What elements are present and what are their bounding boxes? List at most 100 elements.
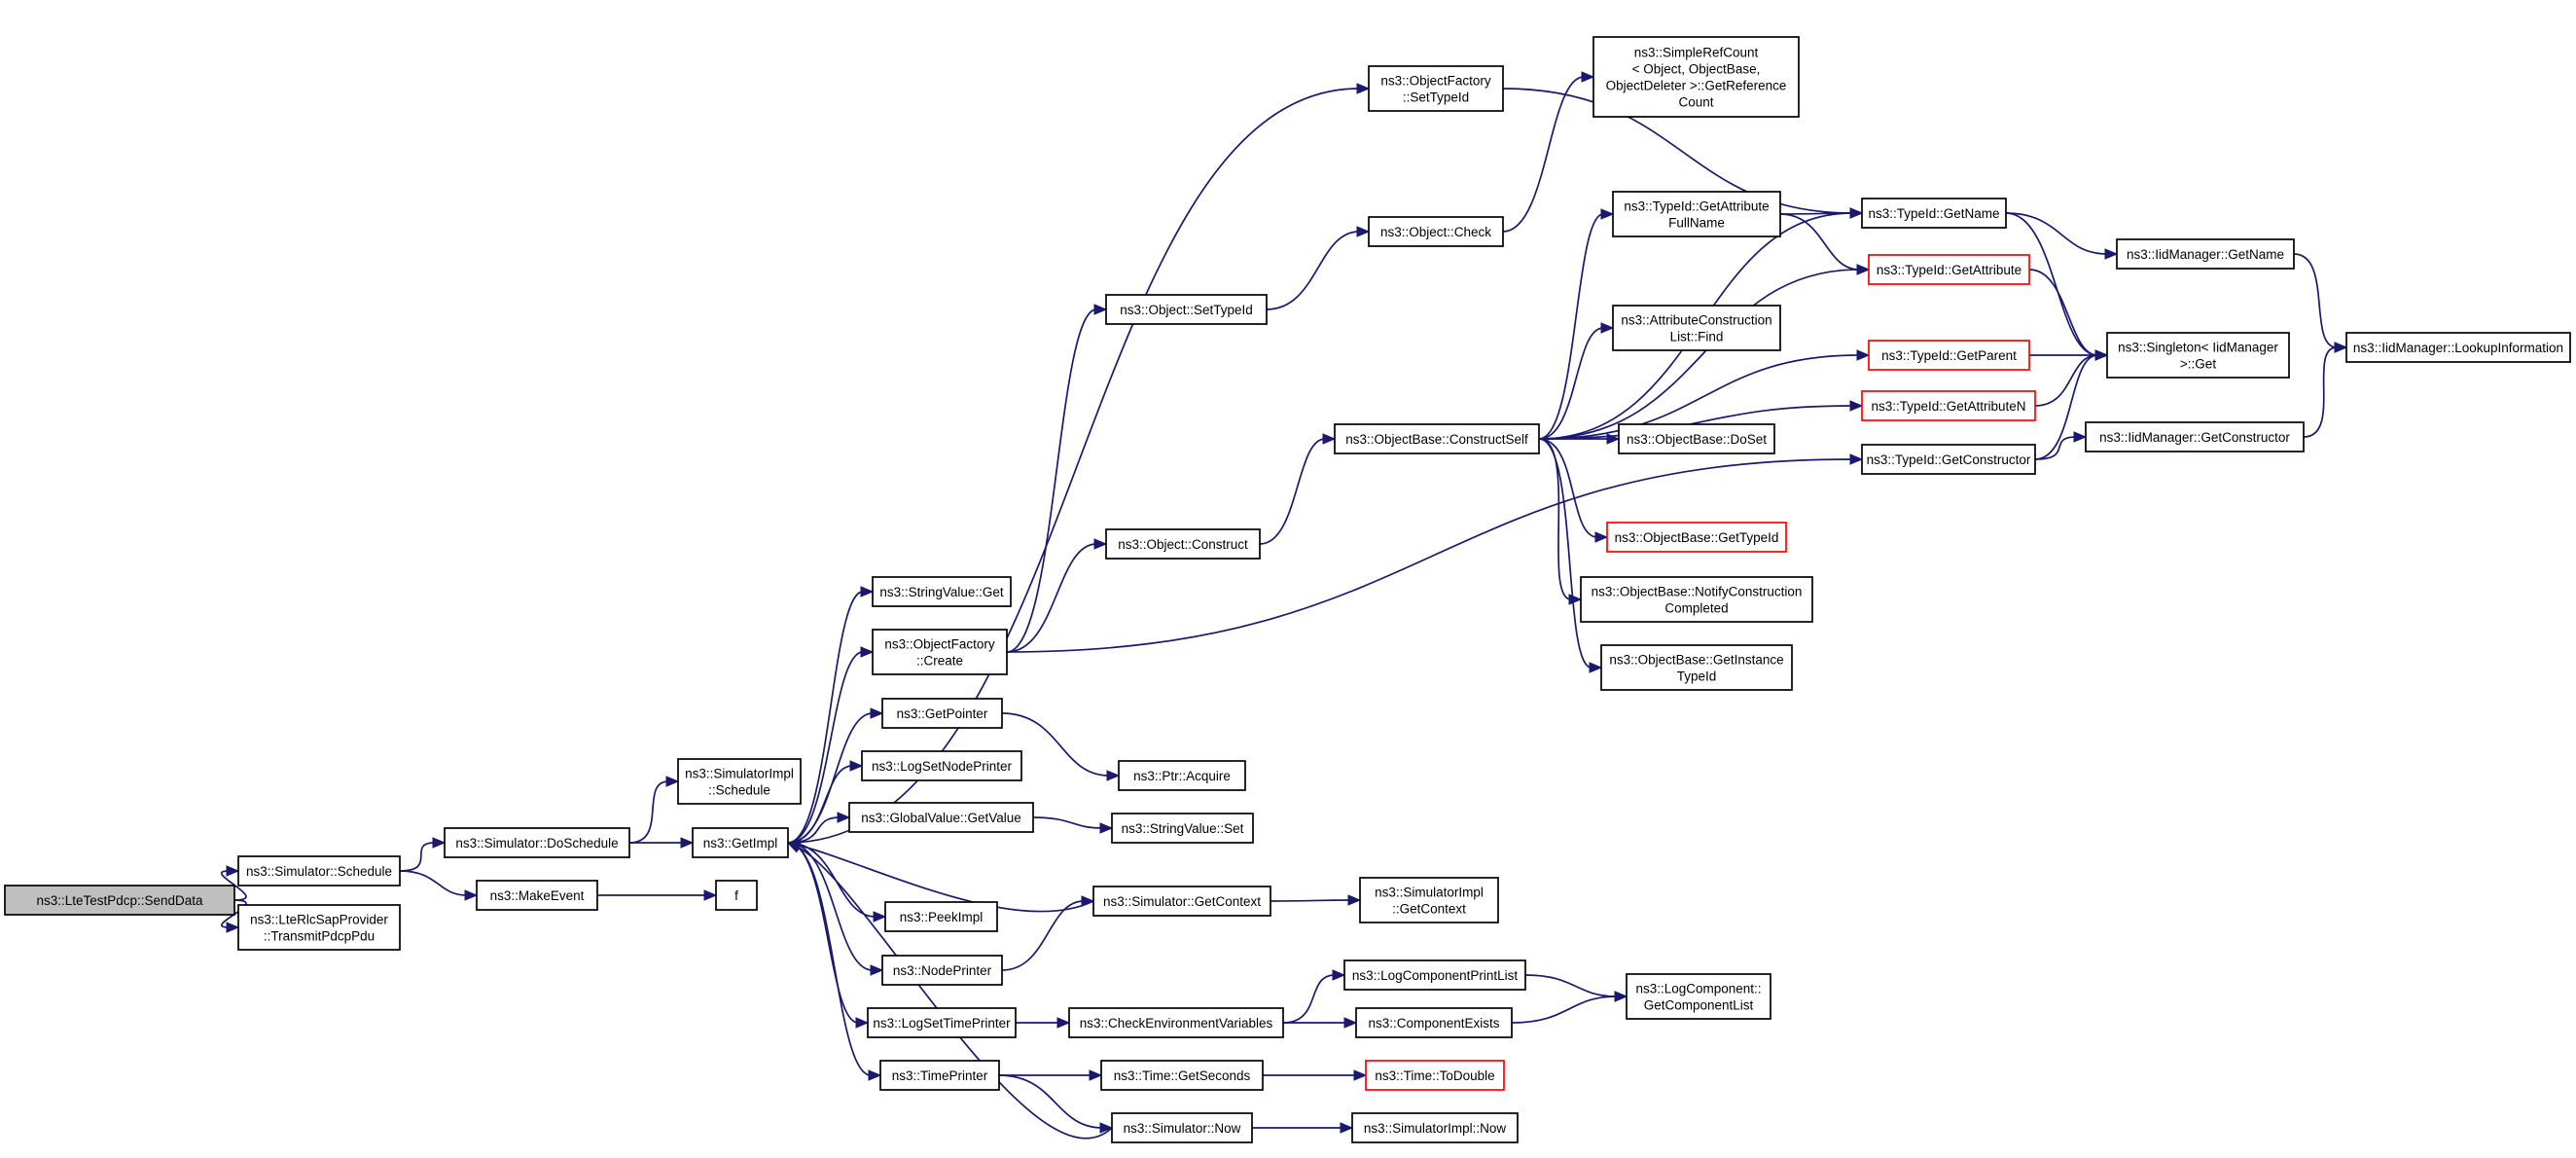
node-box xyxy=(1118,760,1246,791)
node-stringvalue-set[interactable]: ns3::StringValue::Set xyxy=(1111,813,1254,844)
node-label: ns3::Simulator::GetContext xyxy=(1103,894,1261,909)
node-typeid-getname[interactable]: ns3::TypeId::GetName xyxy=(1861,198,2007,229)
node-simimpl-schedule[interactable]: ns3::SimulatorImpl::Schedule xyxy=(677,758,802,805)
node-typeid-getattribute[interactable]: ns3::TypeId::GetAttribute xyxy=(1868,254,2030,285)
node-peek-impl[interactable]: ns3::PeekImpl xyxy=(884,901,998,932)
node-label: ns3::Time::ToDouble xyxy=(1375,1068,1494,1083)
edge-objbase-constructself-to-typeid-getparent xyxy=(1538,354,1860,440)
node-log-set-time-printer[interactable]: ns3::LogSetTimePrinter xyxy=(867,1007,1017,1038)
node-label: ns3::TypeId::GetAttribute xyxy=(1877,263,2021,277)
edge-typeid-getconstructor-to-singleton-get xyxy=(2034,354,2098,460)
node-label: ns3::GetPointer xyxy=(897,706,988,721)
node-box xyxy=(867,1007,1017,1038)
node-sim-schedule[interactable]: ns3::Simulator::Schedule xyxy=(237,855,401,887)
node-node-printer[interactable]: ns3::NodePrinter xyxy=(881,955,1003,986)
node-singleton-get[interactable]: ns3::Singleton< IidManager>::Get xyxy=(2106,332,2290,379)
edge-get-impl-to-stringvalue-get xyxy=(787,591,864,844)
node-get-pointer[interactable]: ns3::GetPointer xyxy=(881,698,1003,729)
node-label: ns3::Object::Check xyxy=(1380,225,1491,239)
edge-arrowhead xyxy=(1849,453,1864,465)
node-label: ns3::Singleton< IidManager xyxy=(2118,341,2278,355)
node-time-printer[interactable]: ns3::TimePrinter xyxy=(879,1060,1000,1091)
node-simplerefcount[interactable]: ns3::SimpleRefCount< Object, ObjectBase,… xyxy=(1592,36,1800,118)
edge-arrowhead xyxy=(786,842,802,853)
node-sim-now[interactable]: ns3::Simulator::Now xyxy=(1111,1112,1253,1143)
node-get-impl[interactable]: ns3::GetImpl xyxy=(692,827,789,858)
node-logcomp-getcomplist[interactable]: ns3::LogComponent::GetComponentList xyxy=(1626,973,1771,1020)
edge-objbase-constructself-to-objbase-gettypeid xyxy=(1538,438,1598,538)
node-time-getseconds[interactable]: ns3::Time::GetSeconds xyxy=(1100,1060,1264,1091)
node-label: GetComponentList xyxy=(1644,998,1754,1013)
edge-arrowhead xyxy=(703,889,718,901)
edge-arrowhead xyxy=(2073,431,2088,443)
node-do-schedule[interactable]: ns3::Simulator::DoSchedule xyxy=(444,827,630,858)
node-box xyxy=(1861,390,2036,421)
edge-sim-getcontext-to-get-impl xyxy=(797,844,1094,913)
node-send-data[interactable]: ns3::LteTestPdcp::SendData xyxy=(4,885,235,916)
node-label: ns3::AttributeConstruction xyxy=(1621,313,1771,328)
node-box xyxy=(881,955,1003,986)
node-label: ::TransmitPdcpPdu xyxy=(264,929,375,944)
node-label: ::SetTypeId xyxy=(1403,90,1469,105)
node-simimpl-now[interactable]: ns3::SimulatorImpl::Now xyxy=(1351,1112,1519,1143)
node-object-construct[interactable]: ns3::Object::Construct xyxy=(1105,528,1261,560)
node-box xyxy=(692,827,789,858)
edge-check-env-vars-to-logcomp-printlist xyxy=(1282,974,1336,1024)
node-component-exists[interactable]: ns3::ComponentExists xyxy=(1355,1007,1513,1038)
node-label: ns3::TypeId::GetName xyxy=(1868,206,1999,221)
node-typeid-getparent[interactable]: ns3::TypeId::GetParent xyxy=(1868,340,2030,371)
node-iidmanager-getname[interactable]: ns3::IidManager::GetName xyxy=(2116,238,2295,270)
node-log-set-node-printer[interactable]: ns3::LogSetNodePrinter xyxy=(861,750,1022,781)
edge-arrowhead xyxy=(860,646,875,658)
node-box xyxy=(872,629,1008,675)
node-object-check[interactable]: ns3::Object::Check xyxy=(1368,216,1504,247)
node-objbase-doset[interactable]: ns3::ObjectBase::DoSet xyxy=(1618,423,1775,454)
node-label: ns3::TypeId::GetAttribute xyxy=(1624,199,1769,214)
node-label: ns3::LteRlcSapProvider xyxy=(250,913,388,927)
node-label: ObjectDeleter >::GetReference xyxy=(1606,79,1787,93)
edge-arrowhead xyxy=(1089,1069,1103,1081)
node-label: ns3::LogSetNodePrinter xyxy=(872,759,1013,774)
node-iidmanager-getconstructor[interactable]: ns3::IidManager::GetConstructor xyxy=(2085,421,2305,452)
node-objbase-gettypeid[interactable]: ns3::ObjectBase::GetTypeId xyxy=(1606,522,1787,553)
node-box xyxy=(1612,305,1781,351)
node-time-todouble[interactable]: ns3::Time::ToDouble xyxy=(1365,1060,1505,1091)
edge-objbase-constructself-to-typeid-getattributen xyxy=(1538,405,1853,440)
edge-arrowhead xyxy=(849,760,864,772)
node-box xyxy=(1580,576,1813,623)
node-box xyxy=(1868,340,2030,371)
node-check-env-vars[interactable]: ns3::CheckEnvironmentVariables xyxy=(1068,1007,1284,1038)
edge-get-impl-to-log-set-time-printer xyxy=(787,842,859,1024)
node-box xyxy=(1861,444,2036,475)
node-sim-getcontext[interactable]: ns3::Simulator::GetContext xyxy=(1092,886,1271,917)
node-objfactory-create[interactable]: ns3::ObjectFactory::Create xyxy=(872,629,1008,675)
edge-arrowhead xyxy=(1106,770,1121,781)
node-transmit-pdcp[interactable]: ns3::LteRlcSapProvider::TransmitPdcpPdu xyxy=(237,904,401,951)
node-label: ns3::ObjectFactory xyxy=(884,637,995,652)
node-stringvalue-get[interactable]: ns3::StringValue::Get xyxy=(872,576,1012,607)
node-make-event[interactable]: ns3::MakeEvent xyxy=(476,880,598,911)
node-typeid-getattributen[interactable]: ns3::TypeId::GetAttributeN xyxy=(1861,390,2036,421)
node-objbase-notifyconstruction[interactable]: ns3::ObjectBase::NotifyConstructionCompl… xyxy=(1580,576,1813,623)
node-logcomp-printlist[interactable]: ns3::LogComponentPrintList xyxy=(1343,959,1526,991)
node-objbase-constructself[interactable]: ns3::ObjectBase::ConstructSelf xyxy=(1334,423,1540,454)
node-box xyxy=(1600,644,1793,691)
edge-objbase-constructself-to-attrconstruct-find xyxy=(1538,327,1604,440)
node-box xyxy=(1592,36,1800,118)
edge-arrowhead xyxy=(464,889,479,901)
node-simimpl-getcontext[interactable]: ns3::SimulatorImpl::GetContext xyxy=(1359,877,1499,923)
node-objfactory-settypeid[interactable]: ns3::ObjectFactory::SetTypeId xyxy=(1368,65,1504,112)
node-f[interactable]: f xyxy=(715,880,758,911)
node-iidmanager-lookupinfo[interactable]: ns3::IidManager::LookupInformation xyxy=(2345,332,2571,363)
edge-arrowhead xyxy=(1849,400,1864,412)
node-typeid-getconstructor[interactable]: ns3::TypeId::GetConstructor xyxy=(1861,444,2036,475)
node-object-settypeid[interactable]: ns3::Object::SetTypeId xyxy=(1105,294,1268,325)
node-globalvalue-getvalue[interactable]: ns3::GlobalValue::GetValue xyxy=(848,802,1034,833)
node-ptr-acquire[interactable]: ns3::Ptr::Acquire xyxy=(1118,760,1246,791)
node-label: ns3::ObjectBase::NotifyConstruction xyxy=(1592,585,1803,599)
node-box xyxy=(2345,332,2571,363)
node-label: ns3::Object::SetTypeId xyxy=(1120,303,1253,317)
